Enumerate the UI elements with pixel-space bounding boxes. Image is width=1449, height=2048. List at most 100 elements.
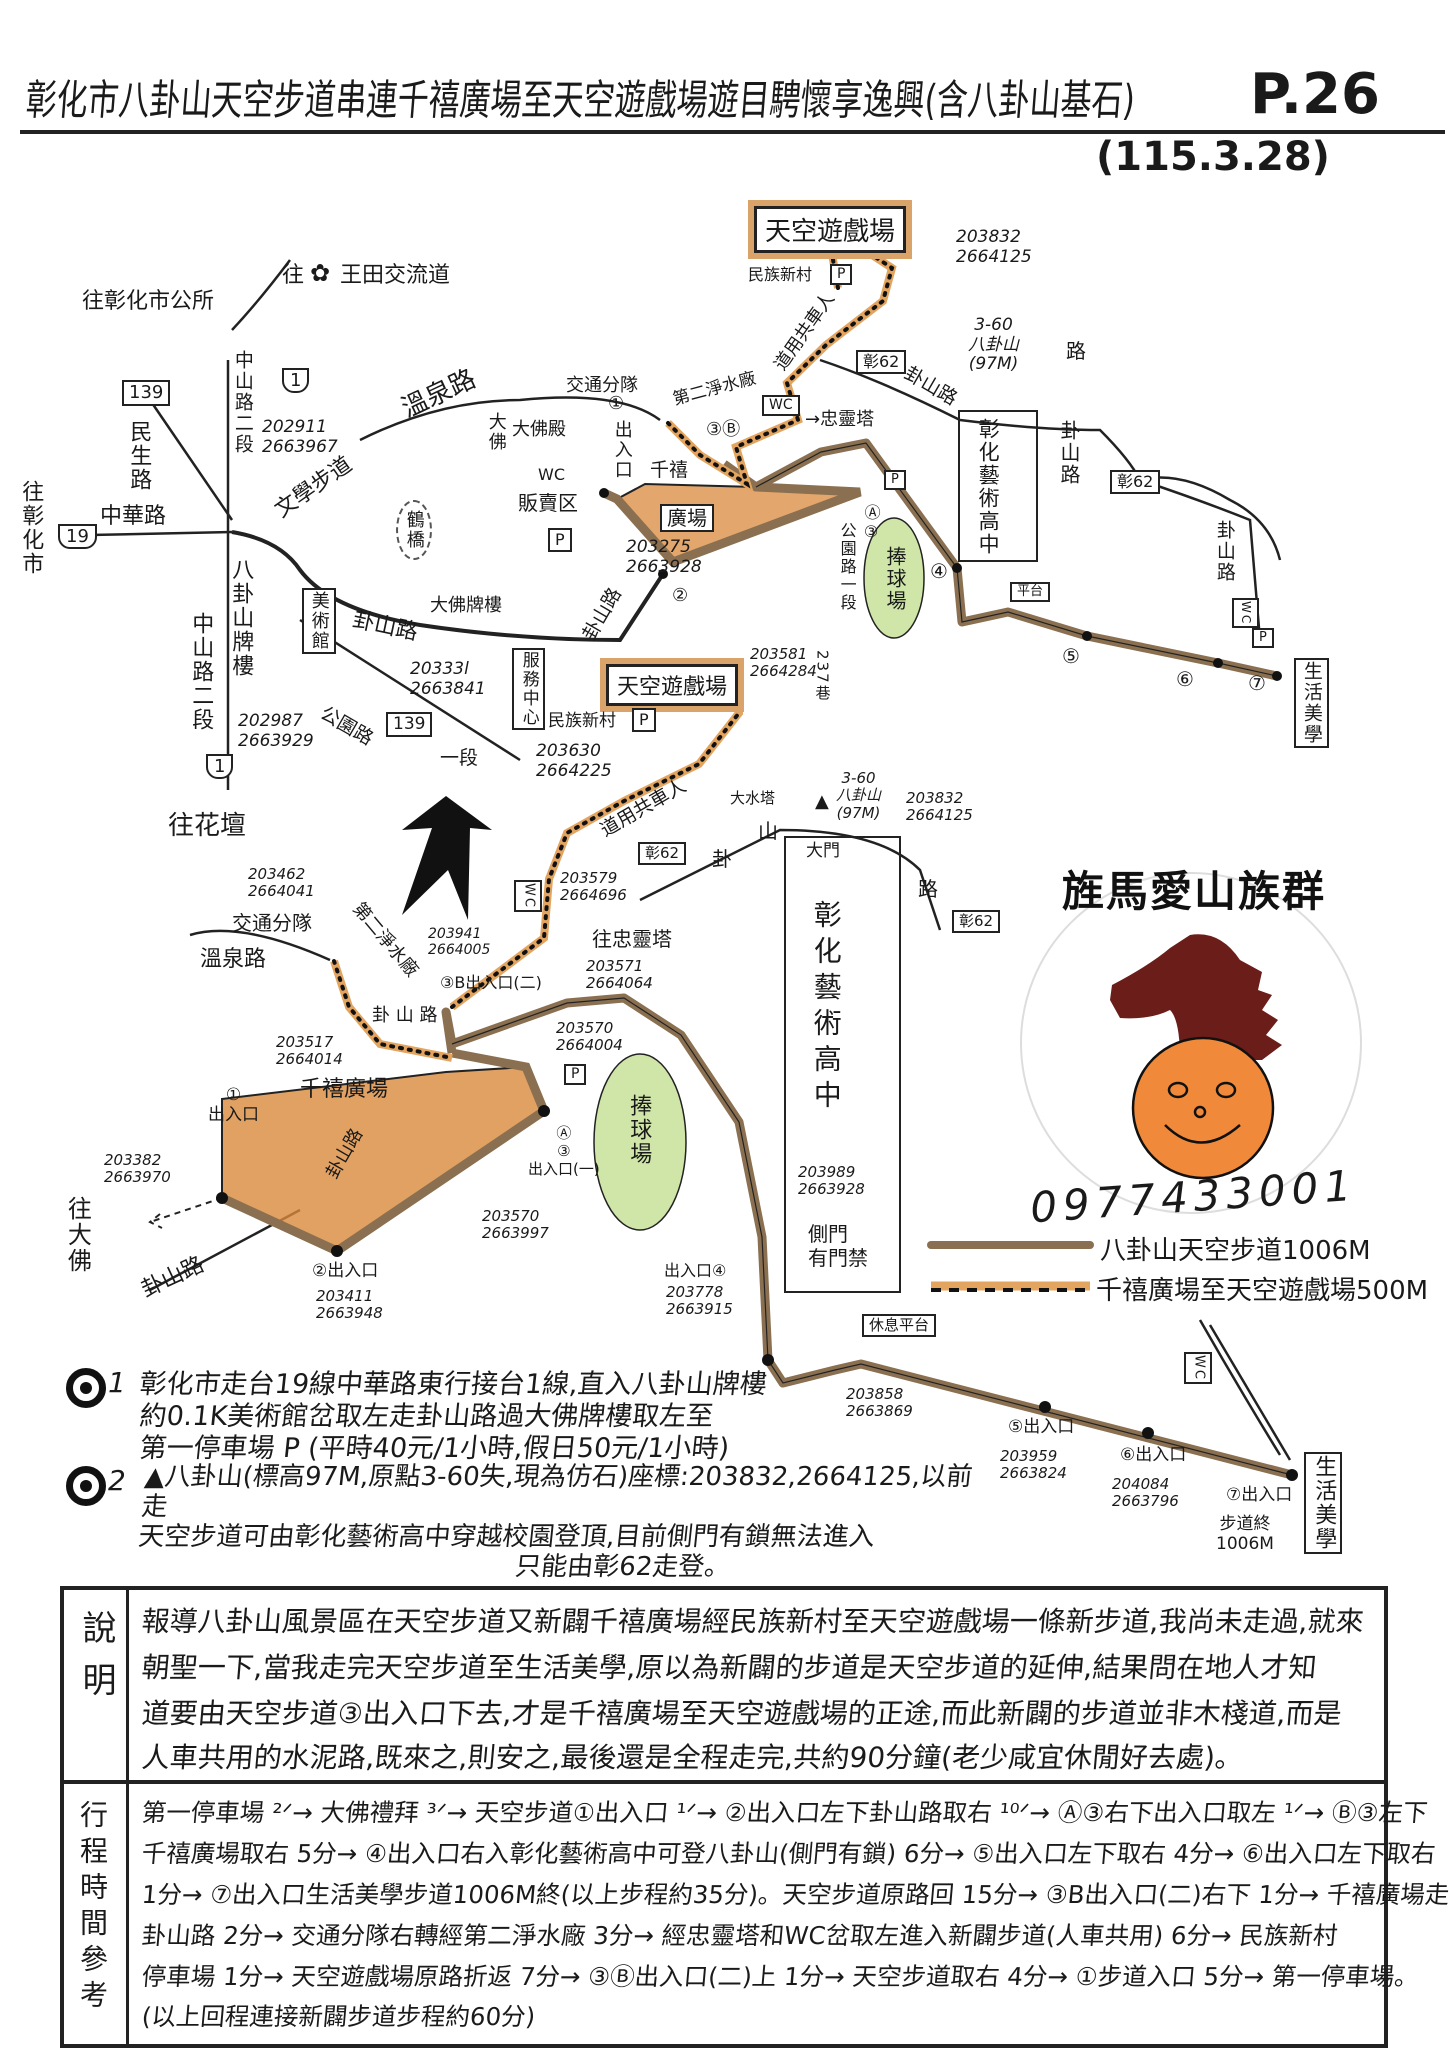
logo-outline	[1020, 872, 1362, 1214]
label-martyrs-tower-upper: →忠靈塔	[805, 409, 875, 430]
route-chang62-a: 彰62	[856, 350, 907, 374]
note-bullet-icon	[66, 1466, 106, 1506]
lower-skywalk-route-edge	[451, 997, 1293, 1476]
label-zhongshan-rd-sec2: 中山路二段	[188, 612, 214, 732]
note-number: 1	[108, 1366, 126, 1399]
label-entrance-4-lower: 出入口④	[664, 1261, 727, 1280]
route-1-shield-lower: 1	[206, 754, 234, 779]
road-wenquan	[359, 396, 661, 442]
label-entrance-1-upper: 出入口	[611, 420, 633, 480]
route-139-marker-lower: 139	[386, 712, 433, 737]
coord-203517: 203517 2664014	[276, 1033, 343, 1069]
road-lower-guashan-right	[639, 828, 942, 931]
label-wc-upper: WC	[538, 465, 565, 484]
label-platform-upper: 平台	[1010, 582, 1051, 603]
label-baguashan-peak-upper: 3-60 八卦山 (97M)	[968, 315, 1019, 375]
itinerary-line: 停車場 1分→ 天空遊戲場原路折返 7分→ ③Ⓑ出入口(二)上 1分→ 天空步道…	[140, 1962, 1421, 1991]
route-chang62-lower-east: 彰62	[952, 910, 1001, 933]
label-traffic-squad-lower: 交通分隊	[232, 911, 312, 935]
label-crane-bridge: 鶴橋	[396, 500, 432, 560]
label-baguashan-archway: 八卦山牌樓	[228, 558, 254, 678]
label-exit-3b-lower: ③B出入口(二)	[440, 973, 542, 992]
coord-203630: 203630 2664225	[536, 741, 612, 781]
label-zhongshan-rd-sec2-upper: 中山路二段	[231, 350, 254, 455]
row-divider	[64, 1780, 1384, 1784]
coord-203331: 20333l 2663841	[410, 659, 486, 699]
label-buddha-archway: 大佛牌樓	[430, 595, 502, 616]
upper-skywalk-main-edge	[755, 442, 1278, 677]
label-art-museum: 美術館	[302, 588, 336, 654]
label-art-school-lower: 彰化藝術高中	[809, 900, 843, 1116]
label-to-great-buddha: 往大佛	[63, 1196, 92, 1274]
note-line: 天空步道可由彰化藝術高中穿越校園登頂,目前側門有鎖無法進入	[136, 1522, 877, 1552]
label-gongyuan-rd-sec1: 公園路一段	[837, 522, 857, 612]
coord-203570-2663997: 203570 2663997	[482, 1207, 549, 1243]
label-guashan-rd-arc: 卦 山 路	[372, 1005, 438, 1026]
itinerary-line: 第一停車場 ²ᐟ→ 大佛禮拜 ³ᐟ→ 天空步道①出入口 ¹ᐟ→ ②出入口左下卦山…	[140, 1798, 1429, 1827]
legend-skywalk-label: 八卦山天空步道1006M	[1100, 1236, 1371, 1266]
label-entrance-6: ⑥出入口	[1120, 1445, 1187, 1465]
lower-new-trail-upper-dots	[450, 688, 741, 1009]
road-upper-ridge	[1139, 476, 1282, 561]
upper-skywalk-main	[753, 438, 1278, 681]
road-guashan-upper-right	[819, 358, 1262, 641]
explanation-label: 說明	[76, 1610, 116, 1714]
label-sky-playground-upper: 天空遊戲場	[754, 206, 907, 253]
itinerary-line: 千禧廣場取右 5分→ ④出入口右入彰化藝術高中可登八卦山(側門有鎖) 6分→ ⑤…	[140, 1839, 1437, 1868]
lower-baseball-field	[593, 1053, 687, 1231]
route-19-shield: 19	[58, 524, 97, 549]
route-chang62-b: 彰62	[1110, 470, 1161, 494]
label-wc-lower: WC	[514, 880, 543, 912]
label-exit-3b-upper: ③Ⓑ	[706, 419, 741, 440]
label-water-tower: 大水塔	[730, 789, 776, 807]
label-rest-platform: 休息平台	[862, 1314, 937, 1337]
label-wc-lower-east: WC	[1184, 1352, 1213, 1384]
logo-text: 旌馬愛山族群	[1062, 867, 1327, 916]
coord-204084: 204084 2663796	[1112, 1475, 1179, 1511]
itinerary-label: 行程時間參考	[76, 1800, 109, 2016]
note-line: 只能由彰62走登。	[513, 1552, 732, 1582]
coord-203579: 203579 2664696	[560, 869, 627, 905]
note-number: 2	[108, 1464, 126, 1497]
marker-6-upper: ⑥	[1176, 667, 1194, 691]
page-number: P.26	[1250, 62, 1380, 127]
label-lu-east: 路	[1066, 339, 1086, 363]
interchange-flower-icon: ✿	[310, 259, 331, 287]
label-millennium-plaza-lower: 千禧廣場	[300, 1077, 389, 1102]
label-shan: 山	[758, 819, 778, 843]
label-lu: 路	[918, 877, 938, 901]
label-life-aesthetics-upper: 生活美學	[1294, 658, 1329, 748]
note-bullet-icon	[66, 1368, 106, 1408]
parking-east: P	[1252, 628, 1274, 649]
road-guashan-upper	[231, 530, 665, 643]
lower-new-trail-dots	[332, 959, 454, 1060]
label-wenquan-rd-lower: 溫泉路	[200, 947, 267, 972]
label-wc-trail: WC	[762, 395, 800, 417]
road-lower-wenquan	[189, 929, 331, 962]
label-side-gate-locked: 側門 有門禁	[808, 1222, 868, 1270]
coord-203858: 203858 2663869	[846, 1385, 913, 1421]
explanation-line: 報導八卦山風景區在天空步道又新闢千禧廣場經民族新村至天空遊戲場一條新步道,我尚未…	[140, 1605, 1366, 1638]
parking-upper-plaza: P	[884, 470, 906, 491]
coord-203570-2664004: 203570 2664004	[556, 1019, 623, 1055]
info-box: 說明 報導八卦山風景區在天空步道又新闢千禧廣場經民族新村至天空遊戲場一條新步道,…	[60, 1586, 1449, 2048]
parking-minzu-lower: P	[632, 708, 656, 732]
label-baseball-upper: 捧球場	[883, 546, 907, 612]
label-baguashan-peak-lower: 3-60 八卦山 (97M)	[836, 769, 882, 822]
road-minsheng	[148, 399, 234, 521]
coord-203989: 203989 2663928	[798, 1163, 865, 1199]
coord-202987: 202987 2663929	[238, 711, 314, 751]
coord-203411: 203411 2663948	[316, 1287, 383, 1323]
label-guashan-rd-far-east: 卦山路	[1213, 520, 1236, 583]
coord-203275: 203275 2663928	[626, 537, 702, 577]
logo-face	[1164, 1081, 1241, 1144]
label-to-changhua-city: 往彰化市	[18, 480, 44, 576]
label-gua: 卦	[712, 847, 732, 871]
label-great-buddha: 大佛	[485, 412, 507, 452]
label-service-center: 服務中心	[512, 648, 545, 730]
road-gongyuan	[299, 618, 521, 762]
coord-203571: 203571 2664064	[586, 957, 653, 993]
label-to-huatan: 往花壇	[168, 811, 247, 841]
coord-203959: 203959 2663824	[1000, 1447, 1067, 1483]
